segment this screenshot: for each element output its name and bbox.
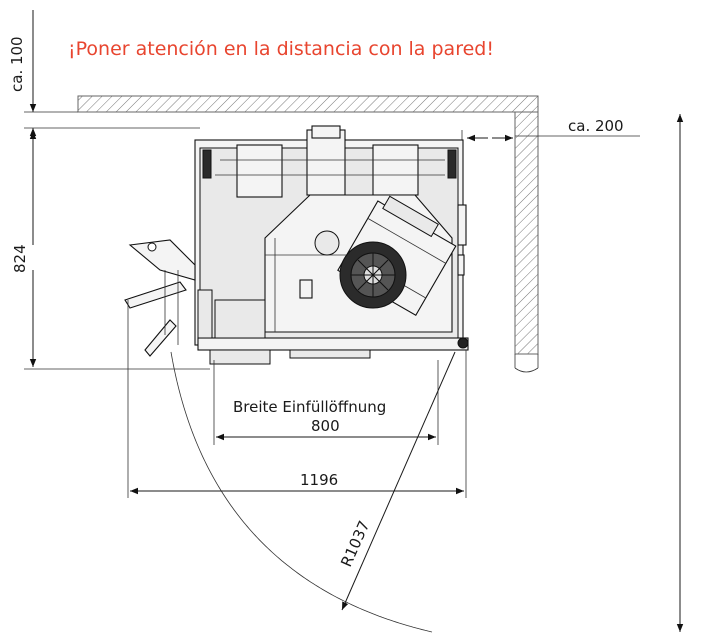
dim-wall-distance-top: ca. 100 <box>8 10 200 140</box>
dim-opening-width: Breite Einfüllöffnung 800 <box>213 360 439 445</box>
dim-wall-distance-side: ca. 200 <box>461 117 640 160</box>
warning-text: ¡Poner atención en la distancia con la p… <box>68 38 494 60</box>
wall-top-hatch <box>77 95 539 113</box>
dim-overall-width: 1196 <box>127 300 467 498</box>
dim-label-radius: R1037 <box>337 518 373 570</box>
wall <box>77 95 539 373</box>
dim-label-opening: Breite Einfüllöffnung <box>233 398 386 416</box>
dim-label-depth: 824 <box>11 244 29 273</box>
dim-label-side: ca. 200 <box>568 117 624 135</box>
door-swing-arc <box>170 351 433 633</box>
dim-swing-radius: R1037 <box>337 351 456 611</box>
dim-value-opening: 800 <box>311 417 340 435</box>
dim-label-top: ca. 100 <box>8 36 26 92</box>
baler-machine <box>124 125 469 365</box>
dim-value-overall: 1196 <box>300 471 338 489</box>
dim-depth: 824 <box>11 131 210 370</box>
wall-side-hatch <box>514 111 539 355</box>
